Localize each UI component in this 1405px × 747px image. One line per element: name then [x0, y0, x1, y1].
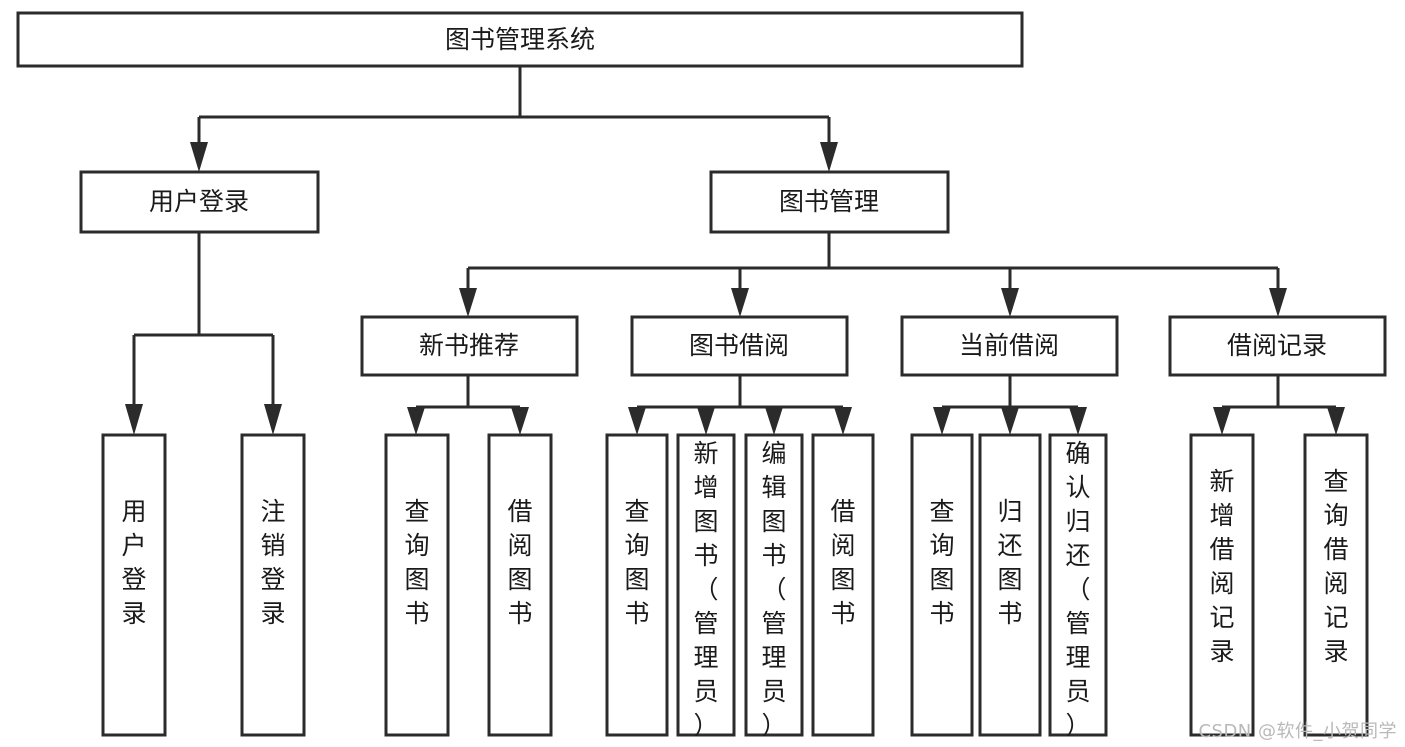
- node-leaf-query-book-2-label: 查询图书: [624, 497, 649, 628]
- node-leaf-add-record-label: 新增借阅记录: [1209, 467, 1234, 666]
- node-leaf-return-book[interactable]: 归还图书: [978, 433, 1042, 737]
- arrow-head-leaf-edit-book: [765, 407, 783, 435]
- node-leaf-query-record[interactable]: 查询借阅记录: [1303, 433, 1369, 737]
- arrow-head-book-borrow: [731, 288, 749, 317]
- node-leaf-query-record-label: 查询借阅记录: [1323, 467, 1348, 666]
- arrow-head-new-book-rec: [459, 288, 477, 317]
- node-leaf-add-book-box[interactable]: [676, 433, 736, 737]
- node-user-login[interactable]: 用户登录: [79, 170, 320, 234]
- arrow-head-leaf-query-book-1: [407, 407, 425, 435]
- node-leaf-borrow-book-1-box[interactable]: [487, 433, 553, 737]
- node-leaf-add-record[interactable]: 新增借阅记录: [1189, 433, 1255, 737]
- node-leaf-query-book-3-label: 查询图书: [929, 497, 954, 628]
- arrow-head-book-manage: [820, 142, 838, 172]
- node-book-borrow[interactable]: 图书借阅: [630, 315, 849, 377]
- node-leaf-query-book-3-box[interactable]: [910, 433, 974, 737]
- node-book-manage-box[interactable]: [709, 170, 950, 234]
- arrow-head-leaf-logout-login: [264, 404, 282, 435]
- node-current-borrow-label: 当前借阅: [959, 331, 1059, 360]
- node-leaf-add-book[interactable]: 新增图书（管理员）: [676, 433, 736, 740]
- arrow-head-leaf-query-book-2: [628, 407, 646, 435]
- node-leaf-add-book-label: 新增图书（管理员）: [693, 439, 718, 740]
- node-current-borrow-box[interactable]: [900, 315, 1119, 377]
- node-leaf-query-book-1[interactable]: 查询图书: [384, 433, 450, 737]
- connector-layer: [125, 66, 1345, 435]
- node-leaf-return-book-label: 归还图书: [997, 497, 1022, 628]
- node-leaf-borrow-book-2-label: 借阅图书: [830, 497, 855, 628]
- node-new-book-rec-box[interactable]: [360, 315, 579, 377]
- node-leaf-return-book-box[interactable]: [978, 433, 1042, 737]
- node-leaf-user-login[interactable]: 用户登录: [101, 433, 167, 737]
- node-user-login-box[interactable]: [79, 170, 320, 234]
- node-leaf-confirm-return-label: 确认归还（管理员）: [1065, 439, 1090, 740]
- node-leaf-user-login-box[interactable]: [101, 433, 167, 737]
- node-leaf-confirm-return-box[interactable]: [1048, 433, 1108, 737]
- node-leaf-query-book-3[interactable]: 查询图书: [910, 433, 974, 737]
- arrow-head-leaf-borrow-book-1: [511, 407, 529, 435]
- node-root-label: 图书管理系统: [445, 25, 595, 54]
- arrow-head-leaf-borrow-book-2: [834, 407, 852, 435]
- arrow-head-leaf-query-record: [1327, 407, 1345, 435]
- node-leaf-query-book-1-box[interactable]: [384, 433, 450, 737]
- arrow-head-leaf-add-book: [697, 407, 715, 435]
- node-book-manage-label: 图书管理: [779, 187, 879, 216]
- node-current-borrow[interactable]: 当前借阅: [900, 315, 1119, 377]
- node-new-book-rec-label: 新书推荐: [419, 331, 519, 360]
- csdn-watermark: CSDN @软件_小贺同学: [1198, 721, 1397, 742]
- node-leaf-query-book-2[interactable]: 查询图书: [605, 433, 669, 737]
- node-root[interactable]: 图书管理系统: [16, 11, 1024, 68]
- node-leaf-borrow-book-1-label: 借阅图书: [507, 497, 532, 628]
- node-leaf-borrow-book-2-box[interactable]: [811, 433, 875, 737]
- node-borrow-record[interactable]: 借阅记录: [1168, 315, 1387, 377]
- node-new-book-rec[interactable]: 新书推荐: [360, 315, 579, 377]
- arrow-head-leaf-user-login: [125, 404, 143, 435]
- arrow-head-leaf-add-record: [1213, 407, 1231, 435]
- node-book-borrow-box[interactable]: [630, 315, 849, 377]
- arrow-head-borrow-record: [1269, 288, 1287, 317]
- node-leaf-user-login-label: 用户登录: [121, 497, 146, 628]
- node-leaf-edit-book-box[interactable]: [744, 433, 804, 737]
- node-leaf-add-record-box[interactable]: [1189, 433, 1255, 737]
- node-leaf-query-book-1-label: 查询图书: [404, 497, 429, 628]
- node-leaf-edit-book-label: 编辑图书（管理员）: [761, 439, 786, 740]
- node-leaf-borrow-book-2[interactable]: 借阅图书: [811, 433, 875, 737]
- node-leaf-logout-login[interactable]: 注销登录: [240, 433, 306, 737]
- arrow-head-user-login: [190, 142, 208, 172]
- arrow-head-leaf-confirm-return: [1069, 407, 1087, 435]
- node-leaf-edit-book[interactable]: 编辑图书（管理员）: [744, 433, 804, 740]
- node-borrow-record-box[interactable]: [1168, 315, 1387, 377]
- node-user-login-label: 用户登录: [149, 187, 249, 216]
- node-leaf-query-book-2-box[interactable]: [605, 433, 669, 737]
- node-leaf-borrow-book-1[interactable]: 借阅图书: [487, 433, 553, 737]
- node-leaf-logout-login-box[interactable]: [240, 433, 306, 737]
- arrow-head-current-borrow: [1001, 288, 1019, 317]
- node-leaf-logout-login-label: 注销登录: [260, 497, 285, 628]
- node-leaf-query-record-box[interactable]: [1303, 433, 1369, 737]
- node-leaf-confirm-return[interactable]: 确认归还（管理员）: [1048, 433, 1108, 740]
- arrow-head-leaf-query-book-3: [933, 407, 951, 435]
- node-borrow-record-label: 借阅记录: [1227, 331, 1327, 360]
- node-root-box[interactable]: [16, 11, 1024, 68]
- arrow-head-leaf-return-book: [1001, 407, 1019, 435]
- node-book-manage[interactable]: 图书管理: [709, 170, 950, 234]
- node-book-borrow-label: 图书借阅: [689, 331, 789, 360]
